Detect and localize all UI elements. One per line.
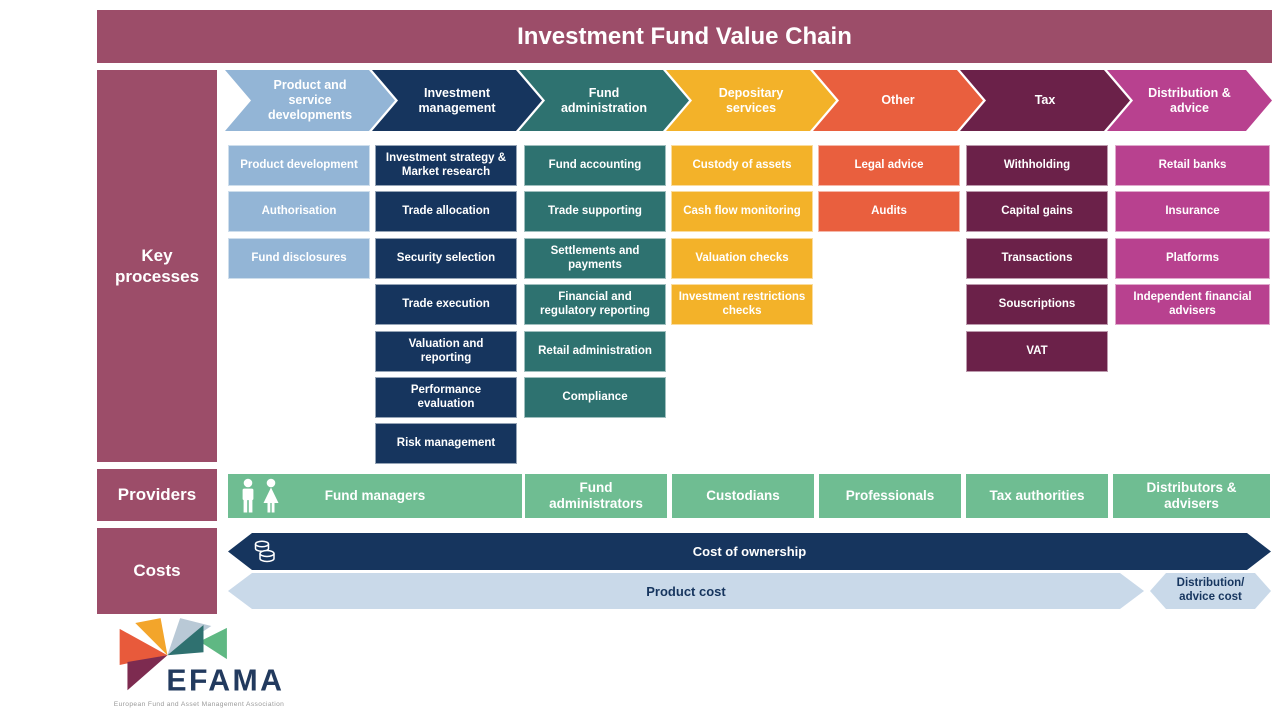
process-box: VAT [966, 331, 1108, 372]
provider-box-fund-administrators: Fund administrators [525, 474, 667, 518]
process-box: Financial and regulatory reporting [524, 284, 666, 325]
process-box: Platforms [1115, 238, 1270, 279]
provider-box-fund-managers: Fund managers [228, 474, 522, 518]
cost-of-ownership-label: Cost of ownership [692, 544, 807, 559]
sidebar-label-providers: Providers [97, 469, 217, 521]
provider-label: Distributors & advisers [1146, 480, 1237, 511]
sidebar-label-key-processes: Key processes [97, 70, 217, 462]
chevron-tax: Tax [960, 70, 1130, 131]
people-icons [238, 478, 290, 518]
process-box: Risk management [375, 423, 517, 464]
process-box: Souscriptions [966, 284, 1108, 325]
process-box: Valuation checks [671, 238, 813, 279]
provider-label: Professionals [845, 488, 935, 504]
female-person-icon [263, 478, 279, 513]
chevron-product-and-service-developments: Product and service developments [225, 70, 395, 131]
provider-box-custodians: Custodians [672, 474, 814, 518]
chevron-investment-management: Investment management [372, 70, 542, 131]
process-box: Performance evaluation [375, 377, 517, 418]
process-box: Security selection [375, 238, 517, 279]
distribution-cost-label-line1: Distribution/ [1176, 577, 1245, 590]
process-box: Legal advice [818, 145, 960, 186]
process-box: Withholding [966, 145, 1108, 186]
provider-box-professionals: Professionals [819, 474, 961, 518]
process-box: Trade supporting [524, 191, 666, 232]
provider-label: Tax authorities [989, 488, 1085, 504]
process-box: Compliance [524, 377, 666, 418]
cost-of-ownership-bar: Cost of ownership [228, 533, 1271, 570]
page-title: Investment Fund Value Chain [97, 10, 1272, 63]
process-box: Valuation and reporting [375, 331, 517, 372]
provider-label: Fund administrators [549, 480, 643, 511]
process-box: Independent financial advisers [1115, 284, 1270, 325]
process-box: Retail banks [1115, 145, 1270, 186]
product-cost-bar: Product cost [228, 573, 1144, 609]
process-box: Trade execution [375, 284, 517, 325]
process-box: Fund disclosures [228, 238, 370, 279]
process-box: Investment restrictions checks [671, 284, 813, 325]
provider-label: Custodians [706, 488, 780, 504]
chevron-other: Other [813, 70, 983, 131]
process-box: Retail administration [524, 331, 666, 372]
process-box: Custody of assets [671, 145, 813, 186]
process-box: Authorisation [228, 191, 370, 232]
product-cost-label: Product cost [646, 583, 726, 599]
process-box: Transactions [966, 238, 1108, 279]
provider-box-distributors-advisers: Distributors & advisers [1113, 474, 1270, 518]
process-box: Audits [818, 191, 960, 232]
efama-logo: EFAMA European Fund and Asset Management… [106, 616, 301, 714]
efama-logo-triangles [119, 618, 227, 691]
efama-tagline: European Fund and Asset Management Assoc… [114, 701, 284, 708]
male-person-icon [242, 478, 254, 513]
process-box: Product development [228, 145, 370, 186]
distribution-cost-label-line2: advice cost [1179, 591, 1242, 603]
process-box: Trade allocation [375, 191, 517, 232]
provider-box-tax-authorities: Tax authorities [966, 474, 1108, 518]
distribution-advice-cost-bar: Distribution/ advice cost [1150, 573, 1271, 609]
process-box: Capital gains [966, 191, 1108, 232]
process-box: Cash flow monitoring [671, 191, 813, 232]
provider-label: Fund managers [324, 488, 426, 504]
chevron-depositary-services: Depositary services [666, 70, 836, 131]
efama-wordmark: EFAMA [166, 664, 284, 697]
sidebar-label-costs: Costs [97, 528, 217, 614]
process-box: Investment strategy & Market research [375, 145, 517, 186]
process-box: Insurance [1115, 191, 1270, 232]
process-box: Fund accounting [524, 145, 666, 186]
chevron-fund-administration: Fund administration [519, 70, 689, 131]
coins-icon [252, 538, 279, 571]
process-box: Settlements and payments [524, 238, 666, 279]
chevron-distribution-and-advice: Distribution & advice [1107, 70, 1272, 131]
